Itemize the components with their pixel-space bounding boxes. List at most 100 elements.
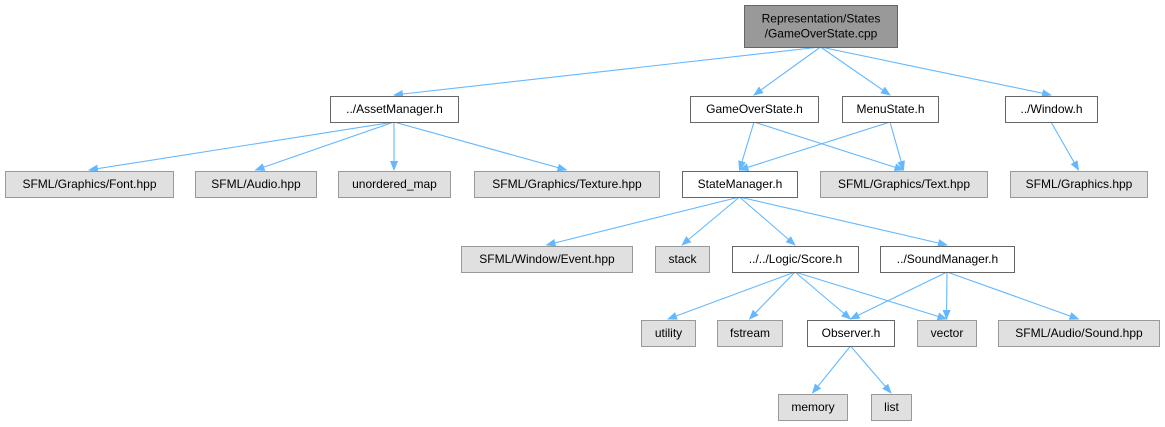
node-label: GameOverState.h — [706, 102, 803, 116]
edge-gameover_h-to-statemanager_h — [738, 121, 755, 171]
node-label: vector — [931, 326, 964, 340]
edge-statemanager_h-to-event_hpp — [545, 196, 740, 247]
edge-menustate_h-to-statemanager_h — [738, 121, 891, 172]
edge-arrow — [1050, 121, 1079, 171]
node-box — [461, 246, 633, 273]
edge-score_h-to-utility — [667, 271, 796, 320]
node-utility: utility — [641, 320, 696, 347]
node-box — [842, 96, 939, 123]
node-soundmanager-h[interactable]: ../SoundManager.h — [880, 246, 1015, 273]
edge-observer_h-to-memory — [811, 345, 851, 394]
edge-arrow — [393, 46, 821, 98]
node-box — [871, 394, 912, 421]
edge-statemanager_h-to-soundmanager_h — [739, 196, 948, 247]
node-box — [5, 171, 174, 198]
edge-arrow — [739, 196, 948, 247]
node-label: SFML/Graphics.hpp — [1026, 177, 1133, 191]
node-sound-hpp: SFML/Audio/Sound.hpp — [998, 320, 1160, 347]
edge-arrow — [794, 271, 852, 320]
edge-asset_manager-to-font_hpp — [88, 121, 395, 173]
edge-layer — [88, 46, 1080, 394]
node-text-hpp: SFML/Graphics/Text.hpp — [820, 171, 988, 198]
edge-arrow — [850, 345, 892, 394]
node-box — [474, 171, 660, 198]
node-label: ../SoundManager.h — [897, 252, 998, 266]
node-label: /GameOverState.cpp — [765, 27, 878, 41]
node-stack: stack — [655, 246, 710, 273]
edge-asset_manager-to-texture_hpp — [393, 121, 568, 172]
edge-score_h-to-fstream — [748, 271, 796, 320]
edge-arrow — [942, 271, 951, 320]
node-font-hpp: SFML/Graphics/Font.hpp — [5, 171, 174, 198]
node-label: Observer.h — [822, 326, 881, 340]
node-label: SFML/Graphics/Text.hpp — [838, 177, 970, 191]
node-window-h[interactable]: ../Window.h — [1005, 96, 1098, 123]
edge-arrow — [820, 46, 891, 96]
edge-arrow — [667, 271, 796, 320]
node-label: unordered_map — [352, 177, 437, 191]
node-label: SFML/Window/Event.hpp — [479, 252, 615, 266]
edge-arrow — [811, 345, 851, 394]
node-label: ../Window.h — [1020, 102, 1082, 116]
node-label: StateManager.h — [698, 177, 783, 191]
edge-arrow — [738, 121, 891, 172]
edge-arrow — [254, 121, 395, 171]
node-asset-manager[interactable]: ../AssetManager.h — [330, 96, 459, 123]
node-list: list — [871, 394, 912, 421]
node-fstream: fstream — [717, 320, 783, 347]
node-label: SFML/Graphics/Font.hpp — [22, 177, 156, 191]
node-box — [1005, 96, 1098, 123]
node-label: SFML/Audio.hpp — [211, 177, 301, 191]
edge-arrow — [889, 121, 905, 171]
edge-window_h-to-graphics_hpp — [1050, 121, 1079, 171]
edge-arrow — [849, 271, 948, 320]
node-gameover-h[interactable]: GameOverState.h — [690, 96, 819, 123]
node-label: memory — [791, 400, 834, 414]
edge-arrow — [748, 271, 796, 320]
edge-root-to-menustate_h — [820, 46, 891, 96]
node-memory: memory — [778, 394, 848, 421]
node-label: SFML/Graphics/Texture.hpp — [492, 177, 642, 191]
edge-arrow — [393, 121, 568, 172]
node-label: stack — [668, 252, 697, 266]
edge-score_h-to-vector — [794, 271, 948, 321]
node-box — [807, 320, 895, 347]
edge-arrow — [946, 271, 1080, 320]
edge-arrow — [88, 121, 395, 173]
node-box — [778, 394, 848, 421]
edge-score_h-to-observer_h — [794, 271, 852, 320]
node-root[interactable]: Representation/States/GameOverState.cpp — [744, 5, 898, 48]
edge-statemanager_h-to-score_h — [739, 196, 796, 246]
node-box — [682, 171, 798, 198]
node-box — [655, 246, 710, 273]
edge-soundmanager_h-to-vector — [942, 271, 951, 320]
node-graphics-hpp: SFML/Graphics.hpp — [1010, 171, 1148, 198]
edge-gameover_h-to-text_hpp — [753, 121, 905, 172]
edge-asset_manager-to-audio_hpp — [254, 121, 395, 171]
edge-soundmanager_h-to-sound_hpp — [946, 271, 1080, 320]
node-menustate-h[interactable]: MenuState.h — [842, 96, 939, 123]
edge-soundmanager_h-to-observer_h — [849, 271, 948, 320]
node-box — [330, 96, 459, 123]
node-label: ../AssetManager.h — [346, 102, 443, 116]
edge-statemanager_h-to-stack — [681, 196, 740, 246]
node-box — [1010, 171, 1148, 198]
edge-arrow — [738, 121, 755, 171]
node-label: fstream — [730, 326, 770, 340]
edge-arrow — [545, 196, 740, 247]
node-box — [880, 246, 1015, 273]
edge-observer_h-to-list — [850, 345, 892, 394]
node-box — [732, 246, 859, 273]
node-unordered-map: unordered_map — [338, 171, 451, 198]
edge-arrow — [794, 271, 948, 321]
node-audio-hpp: SFML/Audio.hpp — [195, 171, 317, 198]
edge-arrow — [753, 46, 821, 96]
edge-arrow — [820, 46, 1052, 98]
node-box — [690, 96, 819, 123]
edge-arrow — [739, 196, 796, 246]
node-box — [195, 171, 317, 198]
node-statemanager-h[interactable]: StateManager.h — [682, 171, 798, 198]
node-observer-h[interactable]: Observer.h — [807, 320, 895, 347]
node-score-h[interactable]: ../../Logic/Score.h — [732, 246, 859, 273]
edge-root-to-asset_manager — [393, 46, 821, 98]
